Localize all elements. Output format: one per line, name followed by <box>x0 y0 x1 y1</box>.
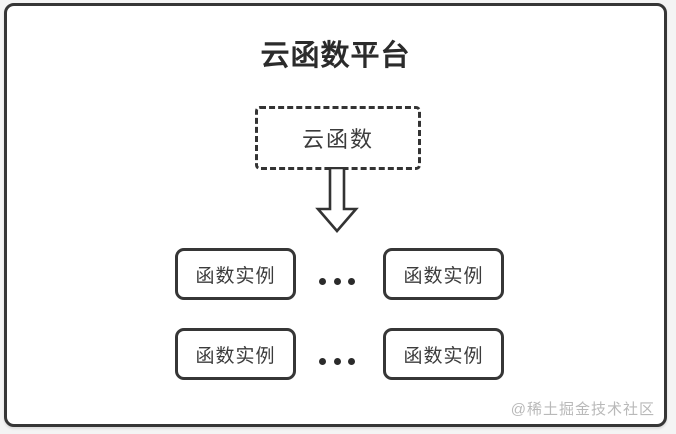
function-instance-label: 函数实例 <box>195 345 276 367</box>
dot <box>348 277 355 285</box>
function-instance-label: 函数实例 <box>403 345 484 367</box>
ellipsis-icon <box>319 274 355 288</box>
function-instance-label: 函数实例 <box>403 265 484 287</box>
watermark: @稀土掘金技术社区 <box>510 401 655 418</box>
dot <box>333 357 341 365</box>
function-instance-node: 函数实例 <box>175 248 296 300</box>
cloud-platform-panel: 云函数平台 云函数 函数实例 函数实例 函数实例 函数实例 @稀土掘金技术社区 <box>4 3 667 427</box>
dot <box>348 357 355 365</box>
page-title: 云函数平台 <box>260 40 411 72</box>
down-arrow-icon <box>315 167 359 233</box>
function-instance-label: 函数实例 <box>195 265 276 287</box>
dot <box>333 277 341 285</box>
function-instance-node: 函数实例 <box>383 328 504 380</box>
ellipsis-icon <box>319 354 355 368</box>
cloud-function-node: 云函数 <box>255 106 421 170</box>
function-instance-node: 函数实例 <box>383 248 504 300</box>
dot <box>319 357 326 365</box>
function-instance-node: 函数实例 <box>175 328 296 380</box>
cloud-function-label: 云函数 <box>301 127 374 152</box>
dot <box>319 277 326 285</box>
